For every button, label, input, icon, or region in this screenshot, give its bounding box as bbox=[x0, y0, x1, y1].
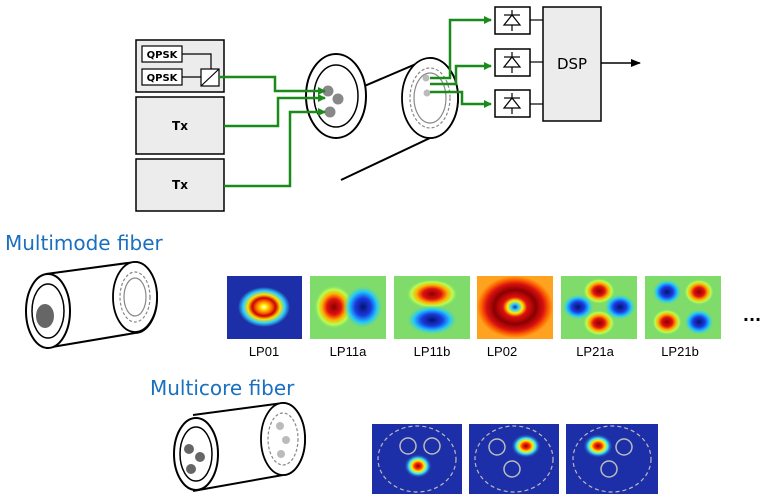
dsp-box bbox=[542, 6, 602, 122]
input-links bbox=[219, 75, 326, 188]
photodiode-3 bbox=[494, 89, 531, 118]
core-mode-3 bbox=[566, 424, 658, 494]
more-modes-ellipsis: ... bbox=[743, 306, 760, 325]
photodiode-1 bbox=[494, 6, 531, 35]
qpsk-label-bottom: QPSK bbox=[147, 73, 179, 84]
mode-label-4: LP02 bbox=[487, 344, 517, 359]
fiber-core-3 bbox=[324, 106, 336, 118]
tx-box-1 bbox=[135, 96, 225, 155]
qpsk-connector bbox=[182, 53, 212, 69]
transmitter-section: QPSK QPSK Tx Tx bbox=[135, 39, 225, 212]
output-links bbox=[430, 16, 492, 108]
multimode-core bbox=[36, 304, 54, 328]
tx-label-2: Tx bbox=[172, 178, 188, 192]
receiver-section: DSP bbox=[494, 6, 641, 122]
multicore-fiber-icon bbox=[173, 401, 307, 492]
multicore-core-1 bbox=[184, 444, 194, 454]
multicore-core-2 bbox=[195, 452, 205, 462]
mode-label-5: LP21a bbox=[576, 344, 614, 359]
fiber-core-2 bbox=[332, 93, 344, 105]
mode-label-1: LP01 bbox=[249, 344, 279, 359]
dsp-label: DSP bbox=[557, 55, 587, 73]
mode-lp02 bbox=[477, 276, 553, 339]
core-mode-1 bbox=[372, 424, 462, 494]
mode-label-6: LP21b bbox=[661, 344, 699, 359]
multicore-heading: Multicore fiber bbox=[150, 376, 295, 400]
mode-lp01 bbox=[227, 276, 302, 339]
multicore-core-3 bbox=[186, 464, 196, 474]
mode-labels: LP01 LP11a LP11b LP02 LP21a LP21b bbox=[249, 344, 699, 359]
combiner-diagonal bbox=[200, 68, 220, 87]
core-mode-2 bbox=[469, 424, 559, 494]
mode-lp11a bbox=[310, 276, 386, 339]
multimode-fiber-icon bbox=[25, 260, 159, 349]
mode-label-2: LP11a bbox=[330, 344, 367, 359]
qpsk-label-top: QPSK bbox=[147, 50, 179, 61]
multimode-heading: Multimode fiber bbox=[5, 231, 164, 255]
fiber-main bbox=[305, 53, 460, 181]
mode-lp11b bbox=[394, 276, 470, 339]
photodiode-2 bbox=[494, 48, 531, 77]
tx-box-2 bbox=[135, 158, 225, 212]
mode-lp21b bbox=[645, 276, 721, 339]
tx-label-1: Tx bbox=[172, 119, 188, 133]
mode-lp21a bbox=[561, 276, 637, 339]
mode-label-3: LP11b bbox=[414, 344, 451, 359]
